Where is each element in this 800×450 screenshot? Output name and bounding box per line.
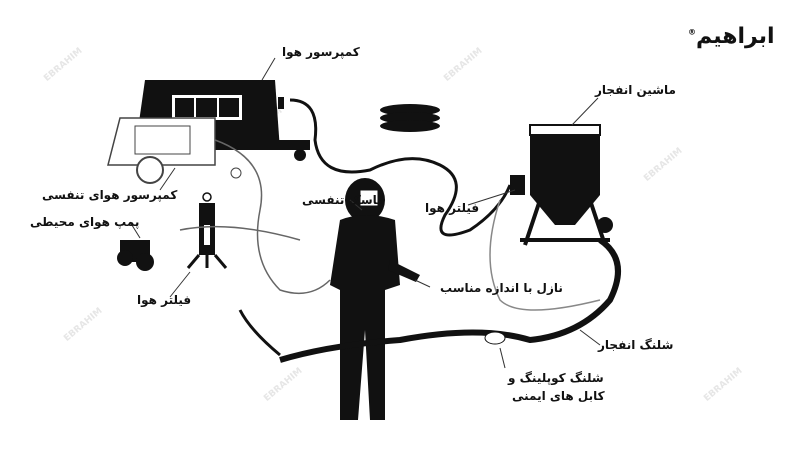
coiled-hose-illustration bbox=[380, 104, 440, 132]
ambient-pump-illustration bbox=[117, 240, 154, 271]
label-air-compressor: کمپرسور هوا bbox=[282, 45, 360, 59]
breathing-compressor-illustration bbox=[107, 117, 242, 184]
label-ambient-air-pump: پمپ هوای محیطی bbox=[30, 215, 140, 229]
label-breathing-air-compressor: کمپرسور هوای تنفسی bbox=[42, 188, 178, 202]
label-blast-hose: شلنگ انفجار bbox=[598, 338, 674, 352]
label-air-filter-left: فیلتر هوا bbox=[137, 293, 192, 307]
leader-lines bbox=[129, 57, 601, 369]
logo-text: ابراهیم bbox=[696, 24, 775, 49]
label-air-filter-right: فیلتر هوا bbox=[425, 201, 480, 215]
label-respirator-mask: ماسک تنفسی bbox=[302, 193, 385, 207]
label-nozzle: نازل با اندازه مناسب bbox=[440, 281, 563, 295]
label-coupling-line2: کابل های ایمنی bbox=[512, 389, 605, 403]
logo: ابراهیم® bbox=[688, 24, 775, 49]
logo-mark: ® bbox=[688, 27, 696, 37]
label-coupling-line1: شلنگ کوپلینگ و bbox=[508, 371, 604, 385]
operator-illustration bbox=[330, 178, 420, 420]
blast-machine-illustration bbox=[510, 124, 613, 246]
hoses bbox=[179, 98, 621, 363]
filter-illustration bbox=[186, 192, 228, 269]
label-blast-machine: ماشین انفجار bbox=[595, 83, 676, 97]
